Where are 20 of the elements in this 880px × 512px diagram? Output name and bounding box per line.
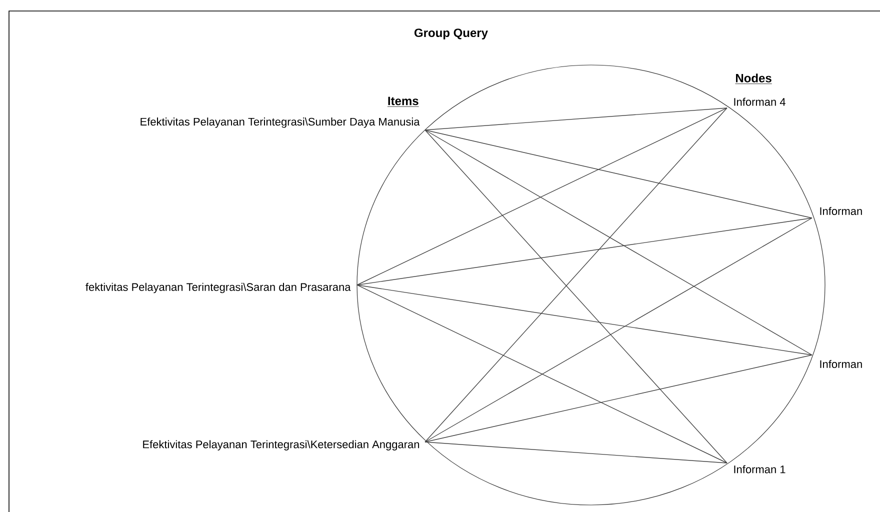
connector-line xyxy=(424,130,812,218)
connector-line xyxy=(356,284,728,464)
connector-line xyxy=(424,130,812,356)
connector-line xyxy=(356,108,728,286)
connector-line xyxy=(424,218,812,442)
node-label: Efektivitas Pelayanan Terintegrasi\Ketersedian Anggaran xyxy=(143,440,420,450)
title: Group Query xyxy=(414,28,488,40)
node-label: Informan 4 xyxy=(734,98,786,106)
connector-line xyxy=(424,354,812,442)
column-heading: Items xyxy=(387,96,419,107)
node-label: fektivitas Pelayanan Terintegrasi\Saran dan Prasarana xyxy=(86,282,351,294)
connector-line xyxy=(356,218,812,286)
node-label: Informan xyxy=(820,360,862,368)
connector-line xyxy=(356,284,812,356)
column-heading: Nodes xyxy=(735,74,772,84)
node-label: Efektivitas Pelayanan Terintegrasi\Sumber Daya Manusia xyxy=(140,118,420,128)
node-label: Informan xyxy=(820,206,862,216)
connector-line xyxy=(424,442,728,464)
connector-line xyxy=(424,108,728,130)
node-label: Informan 1 xyxy=(734,465,786,474)
